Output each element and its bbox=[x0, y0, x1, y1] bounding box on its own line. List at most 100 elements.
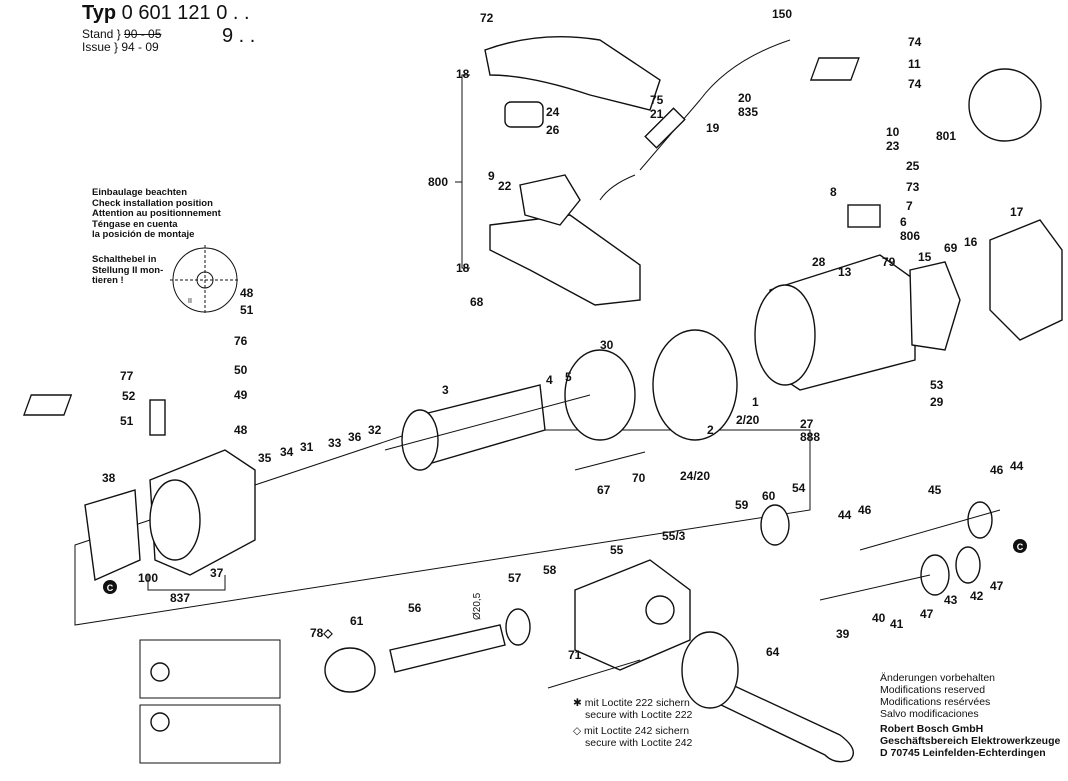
part-label: 58 bbox=[543, 563, 557, 577]
chuck-adapter bbox=[324, 647, 376, 693]
part-label: 55/3 bbox=[662, 529, 686, 543]
part-label: 40 bbox=[872, 611, 886, 625]
part-label: 74 bbox=[908, 77, 922, 91]
part-label: 59 bbox=[735, 498, 749, 512]
part-label: 150 bbox=[772, 7, 792, 21]
part-label: 18 bbox=[456, 261, 470, 275]
modifications-line: Modifications resérvées bbox=[880, 696, 991, 708]
wiring-diagram-1 bbox=[139, 639, 281, 699]
part-label: 2 bbox=[707, 423, 714, 437]
switch-position-mark: II bbox=[188, 298, 192, 305]
part-label: 13 bbox=[838, 265, 852, 279]
part-label: 76 bbox=[234, 334, 248, 348]
part-label: 46 bbox=[858, 503, 872, 517]
screw-67 bbox=[574, 451, 646, 471]
part-label: 48 bbox=[240, 286, 254, 300]
stator bbox=[652, 329, 738, 441]
part-label: 18 bbox=[456, 67, 470, 81]
part-label: 837 bbox=[170, 591, 190, 605]
loctite-222-en: secure with Loctite 222 bbox=[585, 709, 693, 721]
note-line: Schalthebel in bbox=[92, 254, 157, 265]
part-label: 5 bbox=[565, 370, 572, 384]
pin bbox=[149, 399, 166, 436]
group-bracket-800 bbox=[455, 74, 470, 269]
part-label: 38 bbox=[102, 471, 116, 485]
part-label: 49 bbox=[234, 388, 248, 402]
connection-marker-left: C bbox=[103, 580, 117, 594]
part-label: 33 bbox=[328, 436, 342, 450]
part-label: 70 bbox=[632, 471, 646, 485]
screw-71 bbox=[547, 659, 641, 689]
part-label: 36 bbox=[348, 430, 362, 444]
stand-value: 90 - 05 bbox=[124, 27, 162, 41]
part-label: 835 bbox=[738, 105, 758, 119]
part-label: 26 bbox=[546, 123, 560, 137]
switch-plate bbox=[22, 394, 73, 416]
part-label: 57 bbox=[508, 571, 522, 585]
part-label: 30 bbox=[600, 338, 614, 352]
part-label: 17 bbox=[1010, 205, 1024, 219]
armature bbox=[419, 384, 546, 466]
part-label: 19 bbox=[706, 121, 720, 135]
part-label: 2/20 bbox=[736, 413, 760, 427]
company-address: D 70745 Leinfelden-Echterdingen bbox=[880, 747, 1046, 759]
part-label: 39 bbox=[836, 627, 850, 641]
part-label: 806 bbox=[900, 229, 920, 243]
part-label: 10 bbox=[886, 125, 900, 139]
rear-cover bbox=[989, 219, 1063, 341]
company-division: Geschäftsbereich Elektrowerkzeuge bbox=[880, 735, 1061, 747]
group-outline bbox=[74, 429, 811, 626]
part-label: 74 bbox=[908, 35, 922, 49]
loctite-242-de: mit Loctite 242 sichern bbox=[584, 725, 690, 737]
part-label: 7 bbox=[906, 199, 913, 213]
shaft-45 bbox=[859, 509, 1001, 551]
switch bbox=[519, 174, 581, 226]
cord-sleeve bbox=[644, 107, 686, 149]
motor-symbol-2 bbox=[150, 712, 170, 732]
wiring-diagram-2 bbox=[139, 704, 281, 764]
part-label: 69 bbox=[944, 241, 958, 255]
part-label: 29 bbox=[930, 395, 944, 409]
brush-holder bbox=[847, 204, 881, 228]
capacitor bbox=[504, 101, 544, 128]
gear-60 bbox=[760, 504, 790, 546]
bearing-57 bbox=[505, 608, 531, 646]
loctite-222-symbol: ✱ bbox=[573, 697, 582, 709]
issue-label: Issue bbox=[82, 40, 111, 54]
motor-symbol-1 bbox=[150, 662, 170, 682]
connection-marker-label: C bbox=[1017, 542, 1024, 552]
type-code: 0 601 121 bbox=[121, 2, 211, 24]
power-cord bbox=[599, 39, 791, 201]
gasket bbox=[84, 489, 141, 582]
gear-flange bbox=[574, 559, 691, 671]
gear-housing-opening bbox=[149, 479, 201, 561]
part-label: 67 bbox=[597, 483, 611, 497]
brush-cover bbox=[909, 261, 961, 351]
loctite-legend: ✱ mit Loctite 222 sichern secure with Lo… bbox=[573, 697, 692, 749]
part-label: 54 bbox=[792, 481, 806, 495]
part-label: 68 bbox=[470, 295, 484, 309]
part-label: 3 bbox=[442, 383, 449, 397]
part-label: 21 bbox=[650, 107, 664, 121]
part-label: 32 bbox=[368, 423, 382, 437]
part-label: 31 bbox=[300, 440, 314, 454]
handle-disc bbox=[681, 631, 739, 709]
loctite-242-symbol: ◇ bbox=[573, 725, 582, 737]
part-label: 46 bbox=[990, 463, 1004, 477]
part-label: 37 bbox=[210, 566, 224, 580]
part-label: 42 bbox=[970, 589, 984, 603]
note-line: Check installation position bbox=[92, 197, 213, 209]
part-label: 801 bbox=[936, 129, 956, 143]
note-line: tieren ! bbox=[92, 275, 124, 286]
part-label: Ø20,5 bbox=[472, 592, 483, 620]
connection-marker-right: C bbox=[1013, 539, 1027, 553]
part-label: 44 bbox=[838, 508, 852, 522]
part-label: 16 bbox=[964, 235, 978, 249]
part-label: 64 bbox=[766, 645, 780, 659]
note-line: Stellung II mon- bbox=[92, 264, 164, 276]
part-label: 6 bbox=[900, 215, 907, 229]
part-label: 888 bbox=[800, 430, 820, 444]
part-label: 24 bbox=[546, 105, 560, 119]
